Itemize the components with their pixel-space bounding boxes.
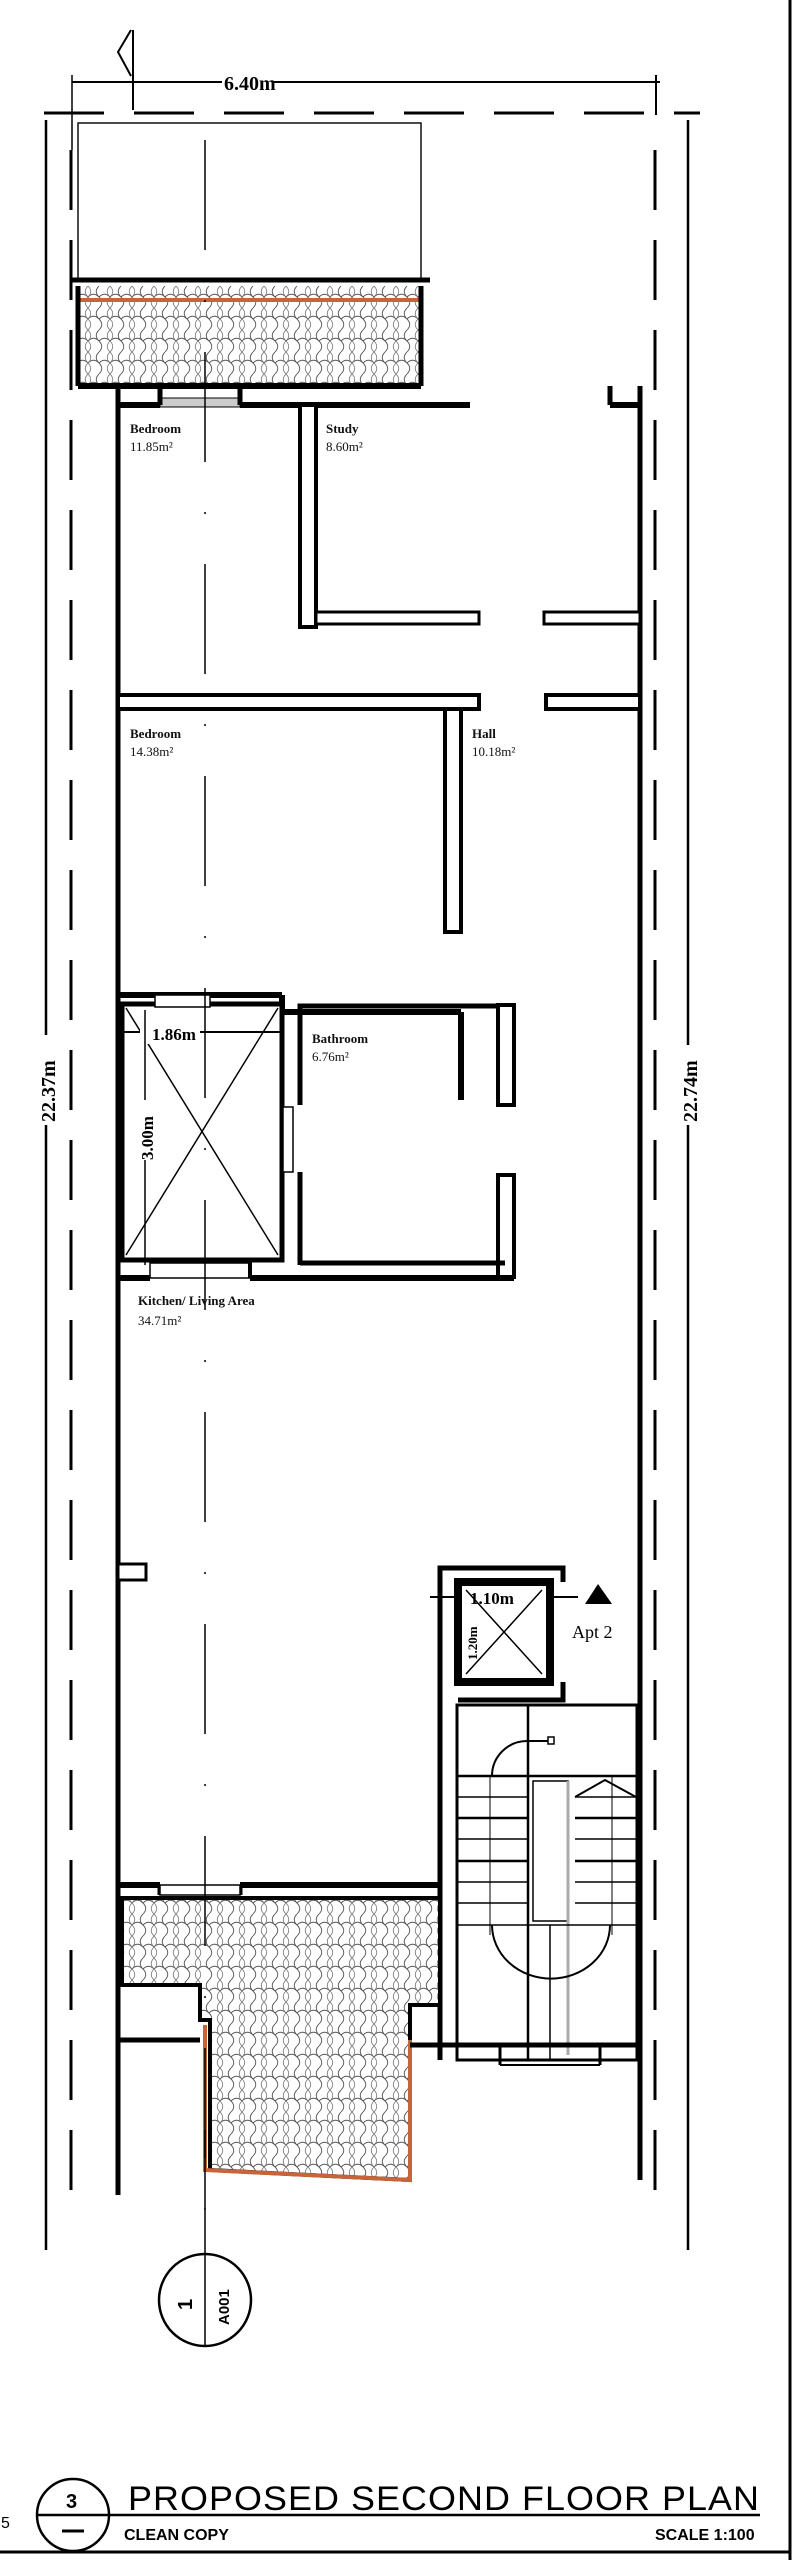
right-length-label: 22.74m — [680, 1060, 702, 1122]
width-dimension — [71, 70, 660, 150]
shaft-width-label: 1.86m — [152, 1025, 196, 1044]
apartment-triangle-icon — [585, 1584, 612, 1604]
section-marker-number: 1 — [175, 2299, 197, 2310]
front-yard — [77, 122, 422, 282]
room-bedroom-1-name: Bedroom — [130, 421, 181, 436]
view-number: 3 — [66, 2491, 77, 2513]
rear-terrace — [115, 1896, 643, 2183]
room-bathroom-area: 6.76m² — [312, 1049, 349, 1064]
section-marker — [157, 2130, 253, 2348]
title-block: 5 — [1, 2477, 760, 2553]
right-length-dimension — [678, 120, 700, 2250]
room-bathroom-name: Bathroom — [312, 1031, 368, 1046]
section-arrow-icon — [116, 29, 134, 110]
left-length-dimension — [36, 120, 58, 2250]
room-kitchen-name: Kitchen/ Living Area — [138, 1293, 255, 1308]
room-hall-area: 10.18m² — [472, 744, 515, 759]
wall-nib — [116, 1562, 148, 1582]
width-dimension-label: 6.40m — [224, 73, 276, 95]
room-hall-name: Hall — [472, 726, 496, 741]
drawing-title: PROPOSED SECOND FLOOR PLAN — [128, 2480, 760, 2518]
interior-walls-upper — [116, 403, 642, 1100]
room-study-name: Study — [326, 421, 359, 436]
lift-core — [430, 1565, 578, 1905]
lift-length-label: 1.20m — [465, 1626, 480, 1660]
drawing-scale: SCALE 1:100 — [655, 2527, 755, 2544]
svg-text:5: 5 — [1, 2515, 10, 2532]
room-bedroom-2-area: 14.38m² — [130, 744, 173, 759]
room-study-area: 8.60m² — [326, 439, 363, 454]
room-bedroom-1-area: 11.85m² — [130, 439, 173, 454]
left-length-label: 22.37m — [38, 1060, 60, 1122]
front-terrace — [70, 277, 430, 389]
staircase — [455, 1703, 639, 2062]
room-kitchen-area: 34.71m² — [138, 1313, 181, 1328]
drawing-subtitle: CLEAN COPY — [124, 2527, 229, 2544]
apartment-label: Apt 2 — [572, 1622, 613, 1642]
void-shaft — [119, 994, 294, 1265]
section-marker-sheet: A001 — [216, 2289, 233, 2325]
room-bedroom-2-name: Bedroom — [130, 726, 181, 741]
lift-width-label: 1.10m — [470, 1589, 514, 1608]
bathroom-walls — [118, 1003, 516, 1281]
shaft-length-label: 3.00m — [138, 1116, 157, 1160]
